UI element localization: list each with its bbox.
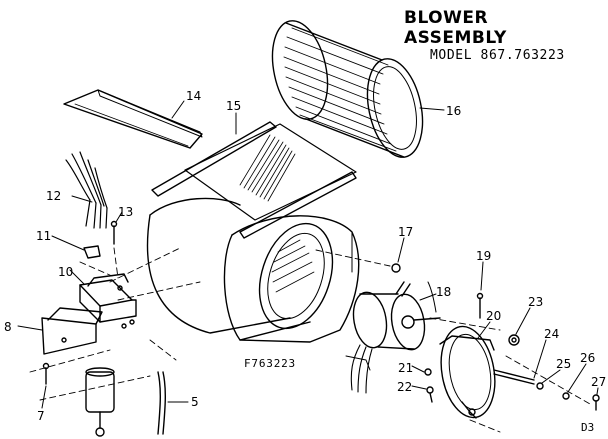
- callout-10: 10: [58, 265, 73, 279]
- bolt-22: [426, 386, 434, 403]
- capacitor-strap: [157, 371, 166, 435]
- control-bracket: [79, 273, 137, 329]
- blower-wheel: [271, 20, 424, 158]
- washer-21: [424, 368, 432, 376]
- callout-16: 16: [446, 104, 461, 118]
- mounting-frame: [151, 121, 357, 239]
- callout-14: 14: [186, 89, 201, 103]
- wire-harness: [65, 151, 108, 229]
- title-line-1: BLOWER: [404, 8, 489, 28]
- nut-26: [562, 392, 570, 400]
- figure-number: F763223: [244, 357, 296, 370]
- callout-27: 27: [591, 375, 606, 389]
- washer-25: [536, 382, 544, 390]
- callout-13: 13: [118, 205, 133, 219]
- grommet: [391, 263, 401, 273]
- callout-12: 12: [46, 189, 61, 203]
- callout-8: 8: [4, 320, 12, 334]
- screw-7: [42, 362, 50, 385]
- mount-nut-23: [508, 334, 520, 346]
- callout-21: 21: [398, 361, 413, 375]
- motor-mount-band: [439, 325, 496, 419]
- callout-22: 22: [397, 380, 412, 394]
- callout-17: 17: [398, 225, 413, 239]
- screw-27: [592, 394, 600, 411]
- callout-20: 20: [486, 309, 501, 323]
- diagram-title: BLOWER ASSEMBLY: [404, 8, 507, 48]
- callout-7: 7: [37, 409, 45, 423]
- callout-26: 26: [580, 351, 595, 365]
- capacitor: [85, 367, 115, 437]
- title-line-2: ASSEMBLY: [404, 28, 507, 48]
- leader-lines: [17, 100, 599, 409]
- callout-23: 23: [528, 295, 543, 309]
- callout-15: 15: [226, 99, 241, 113]
- callout-18: 18: [436, 285, 451, 299]
- assembly-lines: [29, 247, 591, 433]
- callout-19: 19: [476, 249, 491, 263]
- mounting-clip: [83, 245, 101, 259]
- callout-25: 25: [556, 357, 571, 371]
- cover-plate: [41, 307, 103, 355]
- callout-labels: 14 15 16 17 18 19 20 21 22 23 24 25 26 2…: [4, 89, 606, 423]
- page-reference: D3: [581, 421, 595, 434]
- blower-housing: [146, 197, 360, 343]
- callout-5: 5: [191, 395, 199, 409]
- callout-11: 11: [36, 229, 51, 243]
- clip-screw: [110, 220, 118, 245]
- model-number: MODEL 867.763223: [430, 48, 565, 63]
- blower-motor: [345, 281, 441, 394]
- screw-19: [476, 292, 484, 319]
- callout-24: 24: [544, 327, 559, 341]
- bolt-24: [493, 369, 535, 385]
- cutoff-plate: [63, 89, 203, 149]
